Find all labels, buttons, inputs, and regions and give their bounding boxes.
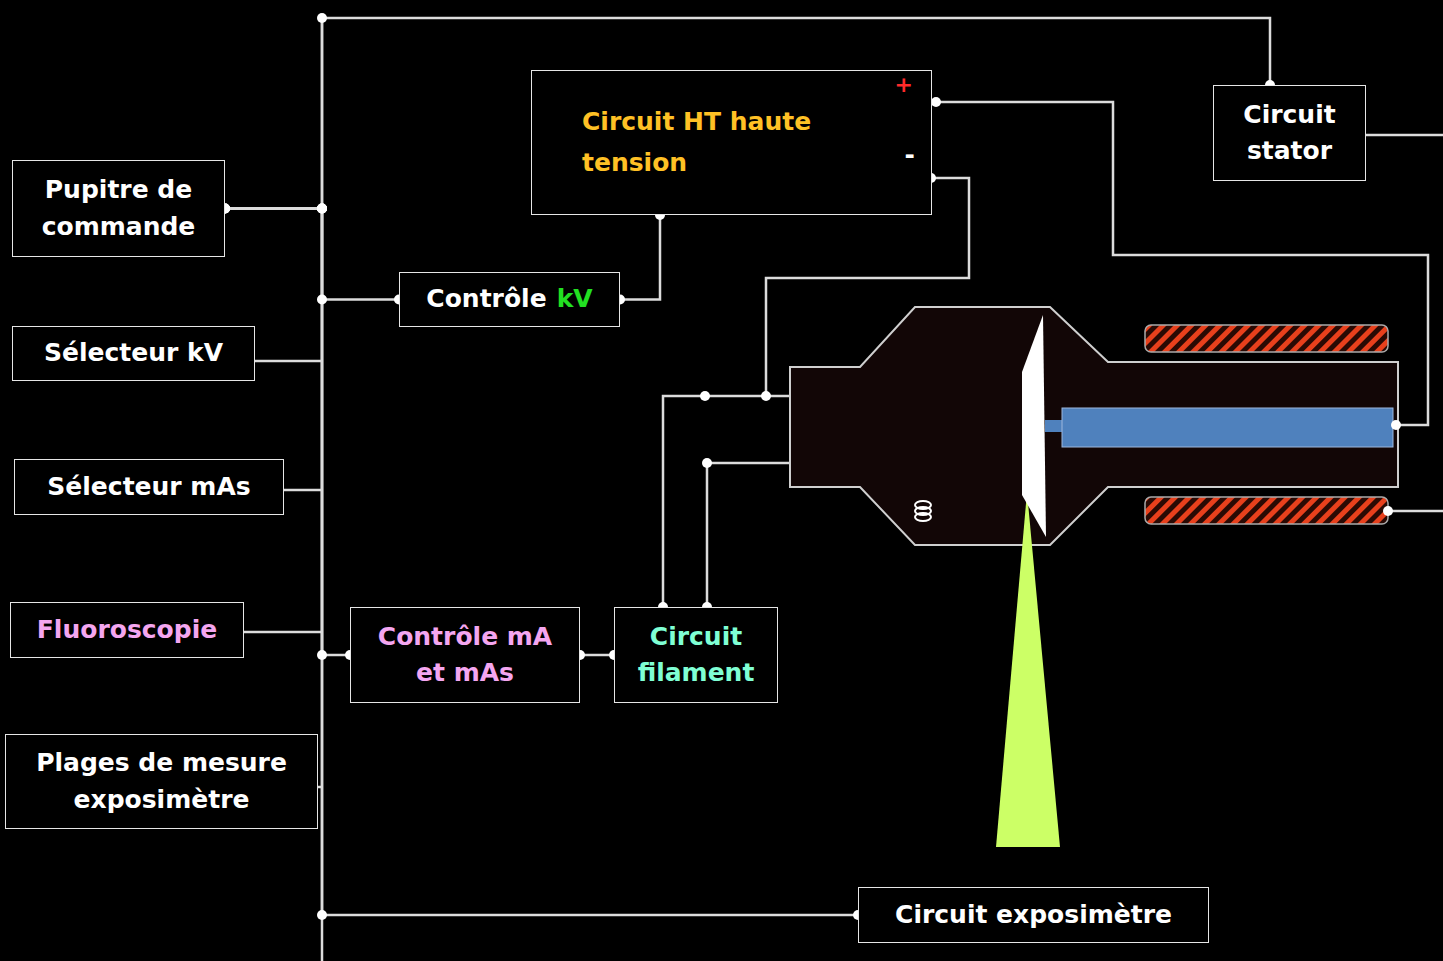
junction-dot (317, 204, 327, 214)
junction-dot (317, 204, 327, 214)
box-label: Sélecteur kV (44, 335, 223, 371)
box-label: Plages de mesure exposimètre (18, 745, 305, 818)
connector-wire (620, 215, 660, 300)
x-ray-beam (996, 492, 1060, 847)
box-label: Circuit exposimètre (895, 897, 1172, 933)
wire (244, 631, 322, 634)
control-box: Contrôle mA et mAs (350, 607, 580, 703)
selector-box: Sélecteur mAs (14, 459, 284, 515)
selector-box: Fluoroscopie (10, 602, 244, 658)
junction-dot (317, 650, 327, 660)
circuit-box: Circuit filament (614, 607, 778, 703)
x-ray-tube (790, 307, 1398, 545)
anode-disk (1022, 315, 1046, 537)
selector-box: Plages de mesure exposimètre (5, 734, 318, 829)
connector-wire (225, 209, 858, 916)
wire (244, 18, 1443, 961)
control-panel-box: Pupitre de commande (12, 160, 225, 257)
high-voltage-box: Circuit HT haute tension + - (531, 70, 932, 215)
junction-dot (317, 204, 327, 214)
polarity-sign: + (895, 69, 913, 101)
wire (255, 360, 322, 363)
box-label: Circuit stator (1226, 97, 1353, 170)
box-label: Contrôle (426, 281, 546, 317)
control-box: Contrôle kV (399, 272, 620, 327)
box-label: Circuit filament (627, 619, 765, 692)
box-label: Sélecteur mAs (47, 469, 250, 505)
wire (284, 489, 322, 492)
selector-box: Sélecteur kV (12, 326, 255, 381)
junction-dot (317, 13, 327, 23)
connector-wire (580, 654, 614, 657)
circuit-box: Circuit exposimètre (858, 887, 1209, 943)
junction-dot (317, 204, 327, 214)
box-label: Contrôle mA et mAs (363, 619, 567, 692)
junction-dot (317, 910, 327, 920)
box-label: Circuit HT haute tension (582, 101, 832, 184)
box-label: Pupitre de commande (25, 172, 212, 245)
filament-coil (915, 501, 931, 521)
anode-stem (1045, 420, 1063, 432)
junction-dot (317, 295, 327, 305)
connector-wire (225, 209, 399, 300)
rotor (1062, 408, 1393, 447)
polarity-sign: - (905, 137, 915, 173)
circuit-box: Circuit stator (1213, 85, 1366, 181)
stator-coil (1145, 325, 1388, 352)
box-label: kV (557, 281, 593, 317)
stator-wire (1388, 510, 1443, 513)
box-label: Fluoroscopie (37, 612, 217, 648)
stator-coil (1145, 497, 1388, 524)
connector-wire (225, 209, 350, 656)
